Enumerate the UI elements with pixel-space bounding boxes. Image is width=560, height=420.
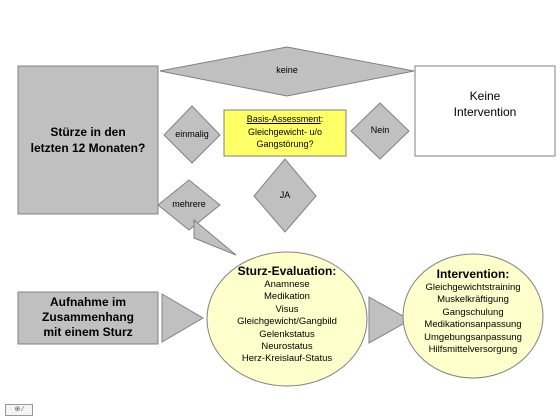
keine-arrow <box>159 46 415 97</box>
admission-line-2: Zusammenhang <box>41 310 134 324</box>
fall-evaluation-title: Sturz-Evaluation: <box>237 264 337 278</box>
admission-line-3: mit einem Sturz <box>43 325 133 339</box>
no-intervention-box <box>414 65 556 157</box>
intervention-title: Intervention: <box>436 267 510 281</box>
intervention-list: Gleichgewichtstraining Muskelkräftigung … <box>403 282 543 356</box>
nein-arrow <box>350 102 410 160</box>
fall-evaluation-text: Sturz-Evaluation: Anamnese Medikation Vi… <box>207 264 367 366</box>
intervention-text: Intervention: Gleichgewichtstraining Mus… <box>403 267 543 356</box>
basis-assessment-line-2: Gangstörung? <box>256 139 314 149</box>
edge-label-keine: keine <box>276 65 298 75</box>
no-intervention-line-2: Intervention <box>453 105 517 119</box>
admission-line-1: Aufnahme im <box>49 295 126 309</box>
edge-label-mehrere: mehrere <box>172 199 206 209</box>
edge-label-nein: Nein <box>370 125 390 135</box>
fall-evaluation-ellipse <box>206 251 368 387</box>
mehrere-arrow <box>157 179 221 231</box>
basis-assessment-heading: Basis-Assessment: <box>224 113 346 126</box>
no-intervention-text: Keine Intervention <box>415 88 555 120</box>
intervention-item: Gleichgewichtstraining <box>425 282 521 293</box>
no-intervention-line-1: Keine <box>469 89 501 103</box>
fall-evaluation-item: Visus <box>275 303 299 315</box>
basis-assessment-colon: : <box>320 114 324 124</box>
fall-evaluation-item: Anamnese <box>264 279 310 290</box>
fall-evaluation-list: Anamnese Medikation Visus Gleichgewicht/… <box>207 279 367 366</box>
evaluation-to-intervention-arrow <box>368 296 412 344</box>
fall-evaluation-item: Herz-Kreislauf-Status <box>241 353 333 365</box>
falls-question-text: Stürze in den letzten 12 Monaten? <box>18 124 158 156</box>
einmalig-arrow <box>163 105 221 164</box>
intervention-ellipse <box>402 253 544 379</box>
falls-question-line-2: letzten 12 Monaten? <box>30 141 146 155</box>
fall-evaluation-item: Neurostatus <box>261 341 313 353</box>
admission-arrow <box>161 293 204 343</box>
falls-question-box <box>17 65 159 215</box>
intervention-item: Gangschulung <box>442 306 504 318</box>
fall-evaluation-item: Gleichgewicht/Gangbild <box>237 316 337 328</box>
falls-question-line-1: Stürze in den <box>50 125 126 139</box>
admission-text: Aufnahme im Zusammenhang mit einem Sturz <box>18 295 158 340</box>
fall-evaluation-item: Gelenkstatus <box>259 328 315 340</box>
intervention-item: Hilfsmittelversorgung <box>428 344 518 356</box>
mehrere-pointer-triangle <box>193 218 237 256</box>
intervention-item: Umgebungsanpassung <box>424 331 522 343</box>
edge-label-einmalig: einmalig <box>175 129 209 139</box>
basis-assessment-line-1: Gleichgewicht- u/o <box>247 126 323 137</box>
admission-box <box>17 291 159 345</box>
edge-label-ja: JA <box>279 190 291 200</box>
fall-evaluation-item: Medikation <box>264 291 310 303</box>
basis-assessment-text: Basis-Assessment: Gleichgewicht- u/o Gan… <box>224 113 346 151</box>
basis-assessment-box <box>223 109 347 157</box>
intervention-item: Medikationsanpassung <box>424 319 522 331</box>
slide-navigation-icon[interactable]: ⊕ ⁄ <box>5 404 33 416</box>
ja-arrow <box>253 158 317 233</box>
intervention-item: Muskelkräftigung <box>437 294 509 306</box>
basis-assessment-title: Basis-Assessment <box>246 114 321 124</box>
